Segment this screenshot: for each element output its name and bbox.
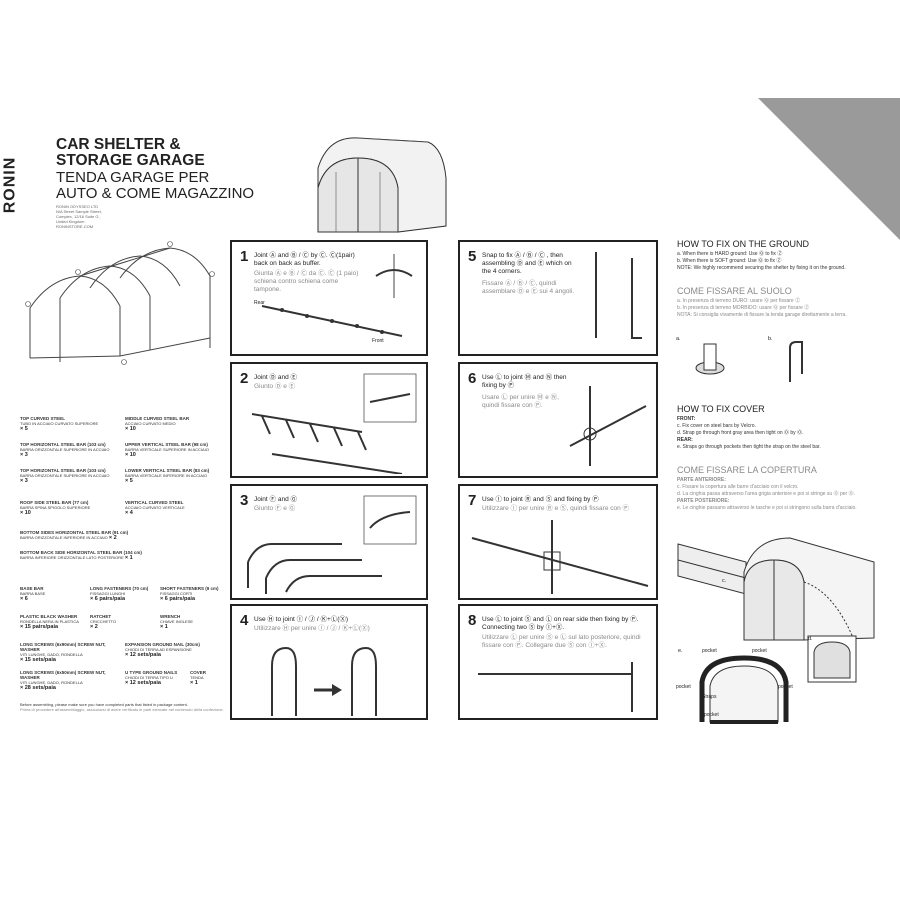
step-number: 1: [240, 248, 249, 265]
step-3-detail: [363, 495, 417, 545]
step-number: 6: [468, 370, 477, 387]
step-number: 3: [240, 492, 249, 509]
cover-text-it: PARTE ANTERIORE: c. Fissare la copertura…: [677, 477, 857, 511]
step-4-panel: 4 Use Ⓗ to joint Ⓘ / Ⓙ / Ⓚ+Ⓛ(Ⓧ) Utilizza…: [230, 604, 428, 720]
step-text-en: Snap to fix Ⓐ / Ⓑ / Ⓒ , then assembling …: [482, 252, 572, 275]
straps-label: Straps: [702, 694, 717, 700]
step-text-it: Utilizzare Ⓘ per unire Ⓡ e Ⓢ, quindi fis…: [482, 505, 630, 512]
step-3-figure: [247, 543, 382, 594]
label-front: Front: [372, 338, 384, 344]
step-text-en: Joint Ⓕ and Ⓖ: [254, 496, 297, 503]
step-4-figure: [271, 646, 377, 716]
step-number: 2: [240, 370, 249, 387]
figure-label-d: d.: [808, 636, 813, 642]
pocket-label: pocket: [778, 684, 793, 690]
label-rear: Rear: [254, 300, 265, 306]
part-item: BOTTOM BACK SIDE HORIZONTAL STEEL BAR (1…: [20, 550, 142, 561]
part-item: UPPER VERTICAL STEEL BAR (98 cm)BARRA VE…: [125, 442, 209, 458]
ground-text-it: a. In presenza di terreno DURO: usare Ⓠ …: [677, 298, 847, 318]
ground-title-en: HOW TO FIX ON THE GROUND: [677, 239, 810, 249]
cover-text-en: FRONT: c. Fix cover on steel bars by Vel…: [677, 416, 821, 450]
step-8-panel: 8 Use Ⓛ to joint Ⓢ and Ⓛ on rear side th…: [458, 604, 658, 720]
step-6-figure: [569, 386, 647, 466]
part-item: EXPANSION GROUND NAIL (30cm)CHIODI DI TE…: [125, 642, 200, 658]
step-1-detail: [375, 254, 413, 298]
part-item: SHORT FASTENERS (9 cm)FISSAGGI CORTI× 6 …: [160, 586, 219, 602]
figure-label-a: a.: [676, 336, 681, 342]
step-text-it: Usare Ⓛ per unire Ⓜ e Ⓝ, quindi fissare …: [482, 394, 559, 409]
step-7-panel: 7 Use Ⓘ to joint Ⓡ and Ⓢ and fixing by Ⓟ…: [458, 484, 658, 600]
corner-decoration: [758, 98, 900, 240]
step-6-panel: 6 Use Ⓛ to joint Ⓜ and Ⓝ then fixing by …: [458, 362, 658, 478]
step-text-en: Use Ⓛ to joint Ⓜ and Ⓝ then fixing by Ⓟ: [482, 374, 567, 389]
pocket-label: pocket: [702, 648, 717, 654]
step-number: 8: [468, 612, 477, 629]
ground-title-it: COME FISSARE AL SUOLO: [677, 286, 792, 296]
brand-logo: RONIN: [1, 156, 19, 214]
step-2-panel: 2 Joint Ⓓ and Ⓔ Giunto Ⓓ e Ⓔ: [230, 362, 428, 478]
step-1-figure: [261, 305, 403, 337]
step-text-en: Joint Ⓐ and Ⓑ / Ⓒ by Ⓒ. Ⓒ(1pair) back on…: [254, 252, 355, 267]
step-5-panel: 5 Snap to fix Ⓐ / Ⓑ / Ⓒ , then assemblin…: [458, 240, 658, 356]
frame-diagram: [25, 241, 215, 365]
figure-label-b: b.: [768, 336, 773, 342]
step-number: 4: [240, 612, 249, 629]
part-item: TOP HORIZONTAL STEEL BAR (103 cm)BARRA O…: [20, 442, 110, 458]
step-text-it: Giunta Ⓐ e Ⓑ / Ⓒ da Ⓒ. Ⓒ (1 paio) schien…: [254, 270, 359, 293]
step-text-en: Use Ⓘ to joint Ⓡ and Ⓢ and fixing by Ⓟ: [482, 496, 599, 503]
shelter-illustration: [317, 137, 447, 233]
step-text-en: Use Ⓗ to joint Ⓘ / Ⓙ / Ⓚ+Ⓛ(Ⓧ): [254, 616, 349, 623]
step-2-detail: [363, 373, 417, 423]
step-number: 7: [468, 492, 477, 509]
part-item: LOWER VERTICAL STEEL BAR (83 cm)BARRA VE…: [125, 468, 210, 484]
part-item: ROOF SIDE STEEL BAR (77 cm)BARRA SPINA S…: [20, 500, 91, 516]
soft-ground-nail: [789, 341, 803, 382]
parts-note: Before assembling, please make sure you …: [20, 702, 224, 712]
step-text-it: Fissare Ⓐ / Ⓑ / Ⓒ, quindi assemblare Ⓓ e…: [482, 280, 575, 295]
step-number: 5: [468, 248, 477, 265]
step-5-figure: [595, 252, 642, 339]
title-en: CAR SHELTER &STORAGE GARAGE: [56, 136, 205, 169]
cover-title-en: HOW TO FIX COVER: [677, 404, 765, 414]
part-item: LONG FASTENERS (70 cm)FISSAGGI LUNGHI× 6…: [90, 586, 149, 602]
figure-label-c: c.: [722, 578, 727, 584]
step-text-it: Giunto Ⓕ e Ⓖ: [254, 505, 296, 512]
part-item: BOTTOM SIDES HORIZONTAL STEEL BAR (91 cm…: [20, 530, 129, 541]
part-item: TOP HORIZONTAL STEEL BAR (103 cm)BARRA O…: [20, 468, 110, 484]
figure-label-e: e.: [678, 648, 683, 654]
pocket-label: pocket: [704, 712, 719, 718]
hard-ground-anchor: [695, 343, 725, 375]
pocket-label: pocket: [676, 684, 691, 690]
step-1-panel: 1 Joint Ⓐ and Ⓑ / Ⓒ by Ⓒ. Ⓒ(1pair) back …: [230, 240, 428, 356]
step-text-en: Use Ⓛ to joint Ⓢ and Ⓛ on rear side then…: [482, 616, 639, 631]
pocket-label: pocket: [752, 648, 767, 654]
cover-title-it: COME FISSARE LA COPERTURA: [677, 465, 817, 475]
step-text-it: Utilizzare Ⓛ per unire Ⓢ e Ⓛ sul lato po…: [482, 634, 641, 649]
step-7-figure: [471, 520, 649, 594]
ground-text-en: a. When there is HARD ground: Use Ⓠ to f…: [677, 251, 846, 271]
cover-figure-shelter: [743, 537, 875, 641]
step-text-it: Giunto Ⓓ e Ⓔ: [254, 383, 296, 390]
cover-figure-rear: [699, 655, 789, 724]
cover-figure-d: [807, 635, 857, 683]
step-2-figure: [251, 413, 403, 474]
step-3-panel: 3 Joint Ⓕ and Ⓖ Giunto Ⓕ e Ⓖ: [230, 484, 428, 600]
step-text-it: Utilizzare Ⓗ per unire Ⓘ / Ⓙ / Ⓚ+Ⓛ(Ⓧ): [254, 625, 370, 632]
step-text-en: Joint Ⓓ and Ⓔ: [254, 374, 297, 381]
step-8-figure: [478, 662, 633, 712]
